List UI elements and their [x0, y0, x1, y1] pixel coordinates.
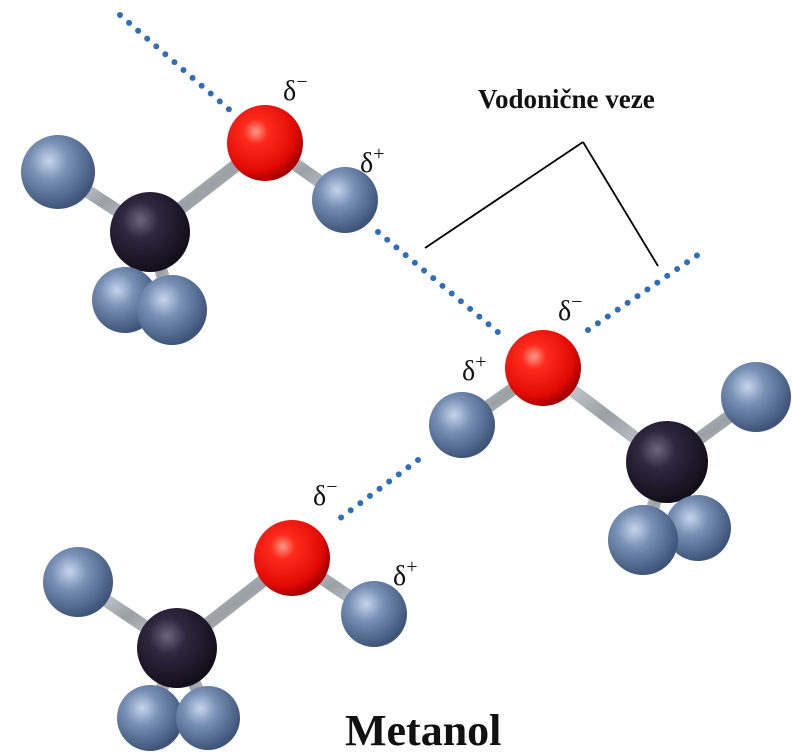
hydrogen-bonds [117, 12, 708, 525]
charge-negative-label: δ− [313, 476, 337, 512]
hydrogen-atom [137, 275, 207, 345]
methanol-molecule-bottom-left [43, 520, 407, 751]
partial-charges: δ− δ+ δ− δ+ δ− δ+ [283, 71, 582, 592]
hydrogen-atom [43, 547, 113, 617]
bonds [73, 551, 379, 722]
hydrogen-atom [429, 392, 495, 458]
hydrogen-atom [176, 686, 240, 750]
leader-line-right [582, 141, 659, 267]
carbon-atom [110, 192, 190, 272]
methanol-molecule-top-left [21, 105, 378, 345]
oxygen-atom [505, 330, 581, 406]
hydrogen-bond-lower [332, 457, 421, 525]
hydrogen-atom [312, 167, 378, 233]
charge-positive-label: δ+ [360, 143, 384, 179]
oxygen-atom [254, 520, 330, 596]
charge-negative-label: δ− [283, 71, 307, 107]
hydrogen-atom [721, 362, 791, 432]
charge-positive-label: δ+ [393, 556, 417, 592]
diagram-title: Metanol [345, 706, 501, 753]
leader-line-left [424, 141, 584, 249]
hydrogen-atom [21, 135, 95, 209]
hydrogen-atom [341, 581, 407, 647]
oxygen-atom [227, 105, 303, 181]
hydrogen-bond-upper [375, 229, 508, 341]
carbon-atom [626, 421, 708, 503]
charge-positive-label: δ+ [462, 351, 486, 387]
hydrogen-atom [665, 495, 731, 561]
carbon-atom [137, 608, 217, 688]
callout-leader [424, 141, 659, 267]
hydrogen-atom [608, 505, 678, 575]
hydrogen-bonds-callout-label: Vodonične veze [478, 84, 655, 114]
hydrogen-bond-top-left-tail [117, 12, 235, 115]
hydrogen-atom [117, 685, 183, 751]
charge-negative-label: δ− [558, 291, 582, 327]
methanol-molecule-middle-right [429, 330, 791, 575]
hydrogen-bond-right-tail [585, 247, 708, 333]
